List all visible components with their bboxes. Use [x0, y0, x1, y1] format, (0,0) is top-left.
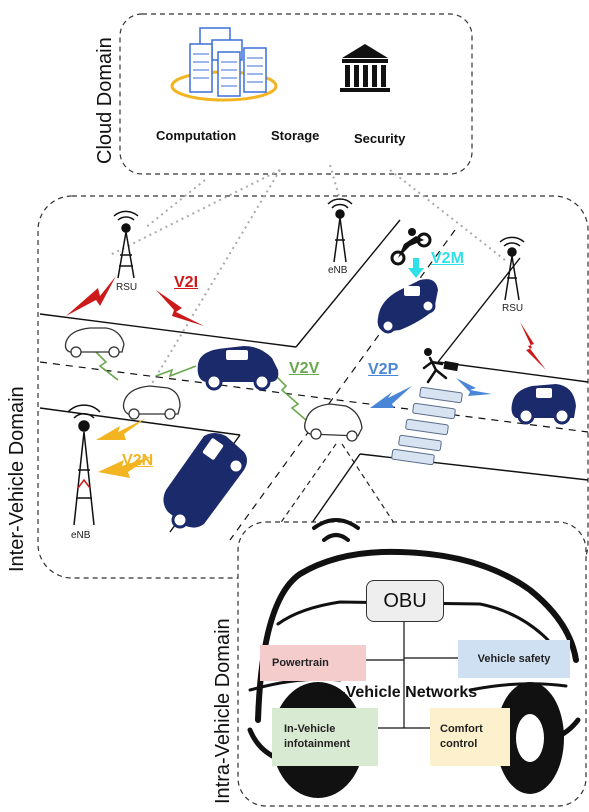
ivn-bus-lines: [366, 620, 458, 729]
callout-lines: [269, 443, 401, 539]
v2v-label: V2V: [289, 360, 320, 377]
infotainment-label-line2: infotainment: [284, 738, 350, 750]
v2p-lightning: [370, 378, 492, 408]
enb-left-tower-icon: [67, 404, 101, 526]
storage-label: Storage: [271, 128, 320, 143]
rsu-left-tower-icon: [113, 210, 139, 279]
pedestrian-icon: [422, 348, 459, 384]
cloud-links: [109, 164, 506, 421]
intra-vehicle-domain-label: Intra-Vehicle Domain: [212, 618, 234, 804]
v2m-link: [408, 258, 424, 278]
v2i-lightning-middle: [156, 290, 204, 326]
wireless-signal-icon: [312, 518, 360, 542]
enb-top-label: eNB: [328, 265, 348, 276]
wheel-right: [496, 682, 564, 794]
v2n-label: V2N: [122, 452, 154, 469]
computation-label: Computation: [156, 128, 237, 143]
obu-box: OBU: [366, 580, 444, 622]
white-car-center: [304, 403, 363, 442]
rsu-right-tower-icon: [499, 236, 525, 301]
navy-van-lower: [163, 433, 247, 529]
v2v-lightning: [91, 347, 307, 421]
cloud-domain-box: [119, 13, 473, 175]
comfort-label-line1: Comfort: [440, 723, 483, 735]
v2i-label: V2I: [174, 274, 199, 291]
powertrain-box: Powertrain: [260, 645, 366, 681]
comfort-control-box: Comfort control: [430, 708, 510, 766]
comfort-label-line2: control: [440, 738, 478, 750]
computation-server-icon: [170, 27, 278, 102]
motorcycle-icon: [390, 228, 432, 266]
security-label: Security: [354, 131, 406, 146]
enb-top-tower-icon: [327, 198, 353, 263]
obu-label: OBU: [383, 589, 427, 612]
navy-car-right: [511, 384, 576, 425]
v2n-lightning: [96, 418, 152, 478]
crosswalk: [391, 386, 463, 466]
rsu-left-label: RSU: [116, 282, 138, 293]
v2p-label: V2P: [368, 361, 399, 378]
v2m-label: V2M: [431, 250, 464, 267]
infotainment-box: In-Vehicle infotainment: [272, 708, 378, 766]
navy-car-center: [197, 346, 279, 391]
white-car-middle-left: [122, 385, 181, 420]
navy-car-top-diagonal: [377, 279, 438, 334]
v2i-lightning-left: [66, 276, 116, 316]
rsu-right-label: RSU: [502, 303, 524, 314]
security-bank-icon: [340, 44, 390, 92]
inter-vehicle-domain-label: Inter-Vehicle Domain: [6, 386, 28, 572]
infotainment-label-line1: In-Vehicle: [284, 723, 336, 735]
vehicle-safety-label: Vehicle safety: [477, 653, 551, 665]
roads: [39, 219, 589, 541]
enb-left-label: eNB: [71, 530, 91, 541]
cloud-domain-label: Cloud Domain: [94, 37, 116, 164]
in-vehicle-networks-label: In-Vehicle Networks: [326, 684, 478, 701]
vehicle-safety-box: Vehicle safety: [458, 640, 570, 678]
white-car-upper-left: [64, 327, 125, 358]
powertrain-label: Powertrain: [272, 657, 329, 669]
v2i-lightning-right: [520, 322, 546, 370]
